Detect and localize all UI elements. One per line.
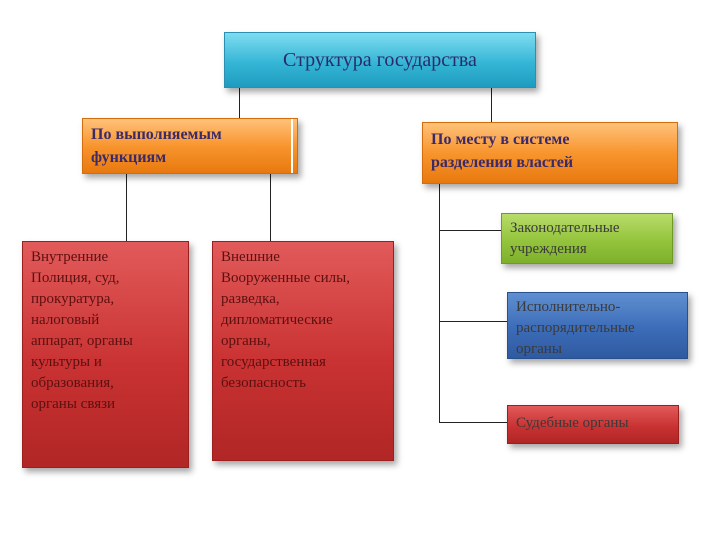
connector-func-outer bbox=[270, 174, 271, 241]
connector-executive bbox=[439, 321, 507, 322]
diagram-title: Структура государства bbox=[283, 48, 477, 71]
category-separation-label: По месту в системе разделения властей bbox=[431, 131, 574, 171]
connector-judicial bbox=[439, 422, 507, 423]
connector-title-right bbox=[491, 88, 492, 122]
legislative-label: Законодательные учреждения bbox=[510, 220, 620, 257]
category-functions-box: По выполняемым функциям bbox=[82, 118, 298, 174]
category-separation-box: По месту в системе разделения властей bbox=[422, 122, 678, 184]
connector-title-left bbox=[239, 88, 240, 118]
category-functions-label: По выполняемым функциям bbox=[91, 126, 222, 166]
internal-functions-box: Внутренние Полиция, суд, прокуратура, на… bbox=[22, 241, 189, 468]
connector-place-trunk bbox=[439, 184, 440, 423]
legislative-box: Законодательные учреждения bbox=[501, 213, 673, 264]
executive-label: Исполнительно- распорядительные органы bbox=[516, 299, 635, 357]
external-functions-text: Внешние Вооруженные силы, разведка, дипл… bbox=[221, 249, 350, 391]
external-functions-box: Внешние Вооруженные силы, разведка, дипл… bbox=[212, 241, 394, 461]
connector-func-inner bbox=[126, 174, 127, 241]
diagram-title-box: Структура государства bbox=[224, 32, 536, 88]
connector-legislative bbox=[439, 230, 501, 231]
executive-box: Исполнительно- распорядительные органы bbox=[507, 292, 688, 359]
internal-functions-text: Внутренние Полиция, суд, прокуратура, на… bbox=[31, 249, 133, 412]
judicial-box: Судебные органы bbox=[507, 405, 679, 444]
judicial-label: Судебные органы bbox=[516, 415, 629, 431]
